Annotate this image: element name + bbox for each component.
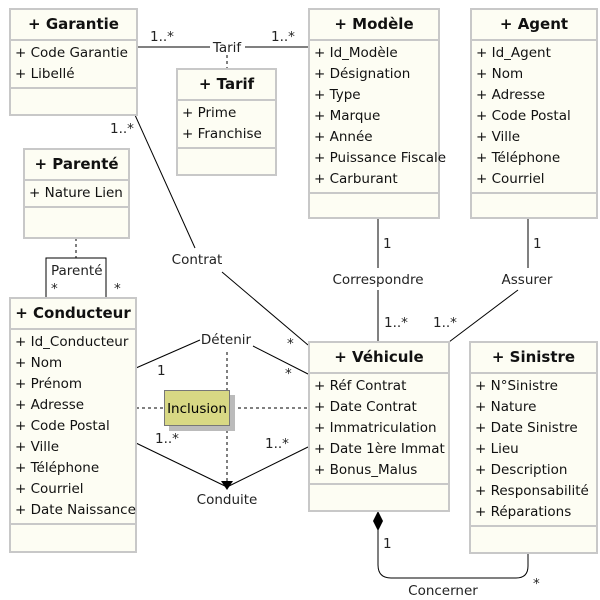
attribute: + Prénom <box>15 376 83 392</box>
mult: * <box>287 336 294 352</box>
attribute: + Type <box>314 87 361 103</box>
detenir-label: Détenir <box>201 332 252 348</box>
attribute: + Id_Agent <box>476 45 551 61</box>
attribute: + Courriel <box>476 171 545 187</box>
attribute: + Lieu <box>475 441 519 457</box>
mult: * <box>114 281 121 297</box>
mult: 1 <box>383 236 392 252</box>
attribute: + Nature Lien <box>29 185 123 201</box>
conduite-arrowhead <box>221 481 233 490</box>
attribute: + Franchise <box>182 126 262 142</box>
attribute: + Téléphone <box>15 460 100 476</box>
mult: 1 <box>383 536 392 552</box>
attribute: + Date Sinistre <box>475 420 578 436</box>
conduite-label: Conduite <box>197 492 258 508</box>
class-title: + Véhicule <box>310 343 448 374</box>
tarif-label: Tarif <box>212 40 243 56</box>
mult: 1..* <box>271 29 295 45</box>
attribute: + Code Postal <box>15 418 110 434</box>
mult: 1..* <box>384 315 408 331</box>
mult: * <box>51 281 58 297</box>
class-title: + Tarif <box>178 70 275 101</box>
class-garantie[interactable]: + Garantie + Code Garantie + Libellé <box>9 8 138 116</box>
attribute: + Adresse <box>15 397 85 413</box>
attribute: + Immatriculation <box>314 420 437 436</box>
attribute: + Id_Modèle <box>314 45 398 61</box>
class-tarif[interactable]: + Tarif + Prime + Franchise <box>176 68 277 176</box>
assurer-label: Assurer <box>502 272 553 288</box>
conduite-line <box>135 442 228 488</box>
concerner-label: Concerner <box>408 583 478 599</box>
correspondre-label: Correspondre <box>332 272 423 288</box>
attribute: + Carburant <box>314 171 398 187</box>
attribute: + Courriel <box>15 481 84 497</box>
attribute: + Code Garantie <box>15 45 128 61</box>
class-title: + Garantie <box>11 10 136 41</box>
attribute: + Code Postal <box>476 108 571 124</box>
mult: 1 <box>157 363 166 379</box>
mult: 1..* <box>150 29 174 45</box>
class-parente[interactable]: + Parenté + Nature Lien <box>23 148 130 239</box>
attribute: + N°Sinistre <box>475 378 558 394</box>
detenir-line <box>135 339 201 369</box>
class-modele[interactable]: + Modèle + Id_Modèle + Désignation + Typ… <box>308 8 447 219</box>
attribute: + Libellé <box>15 66 75 82</box>
class-sinistre[interactable]: + Sinistre + N°Sinistre + Nature + Date … <box>469 341 598 554</box>
detenir-line <box>252 345 309 375</box>
class-vehicule[interactable]: + Véhicule + Réf Contrat + Date Contrat … <box>308 341 450 512</box>
mult: * <box>285 366 292 382</box>
mult: 1..* <box>155 431 179 447</box>
contrat-line <box>134 114 196 249</box>
attribute: + Téléphone <box>476 150 561 166</box>
attribute: + Nom <box>15 355 63 371</box>
mult: * <box>533 576 540 592</box>
class-title: + Modèle <box>310 10 438 41</box>
composition-diamond-icon <box>373 511 383 531</box>
attribute: + Description <box>475 462 568 478</box>
mult: 1..* <box>433 315 457 331</box>
class-title: + Conducteur <box>11 299 135 330</box>
parente-qualifier <box>45 257 107 297</box>
attribute: + Adresse <box>476 87 546 103</box>
mult: 1..* <box>265 436 289 452</box>
class-title: + Parenté <box>25 150 128 181</box>
attribute: + Date Naissance <box>15 502 136 518</box>
inclusion-note[interactable]: Inclusion <box>164 390 230 426</box>
attribute: + Nom <box>476 66 524 82</box>
attribute: + Réf Contrat <box>314 378 407 394</box>
attribute: + Date Contrat <box>314 399 417 415</box>
attribute: + Marque <box>314 108 381 124</box>
attribute: + Date 1ère Immat <box>314 441 445 457</box>
contrat-label: Contrat <box>172 252 223 268</box>
class-conducteur[interactable]: + Conducteur + Id_Conducteur + Nom + Pré… <box>9 297 137 553</box>
attribute: + Puissance Fiscale <box>314 150 447 166</box>
mult: 1..* <box>110 121 134 137</box>
attribute: + Année <box>314 129 373 145</box>
attribute: + Bonus_Malus <box>314 462 418 478</box>
attribute: + Désignation <box>314 66 411 82</box>
parente-label: Parenté <box>51 263 103 279</box>
attribute: + Ville <box>476 129 521 145</box>
attribute: + Prime <box>182 105 237 121</box>
class-agent[interactable]: + Agent + Id_Agent + Nom + Adresse + Cod… <box>470 8 598 219</box>
class-title: + Agent <box>472 10 596 41</box>
attribute: + Responsabilité <box>475 483 589 499</box>
assurer-line <box>448 289 519 343</box>
class-title: + Sinistre <box>471 343 596 374</box>
concerner-line <box>377 530 529 579</box>
contrat-line <box>221 271 309 346</box>
attribute: + Nature <box>475 399 537 415</box>
attribute: + Réparations <box>475 504 572 520</box>
conduite-line <box>226 446 309 488</box>
mult: 1 <box>533 236 542 252</box>
attribute: + Ville <box>15 439 60 455</box>
attribute: + Id_Conducteur <box>15 334 129 350</box>
